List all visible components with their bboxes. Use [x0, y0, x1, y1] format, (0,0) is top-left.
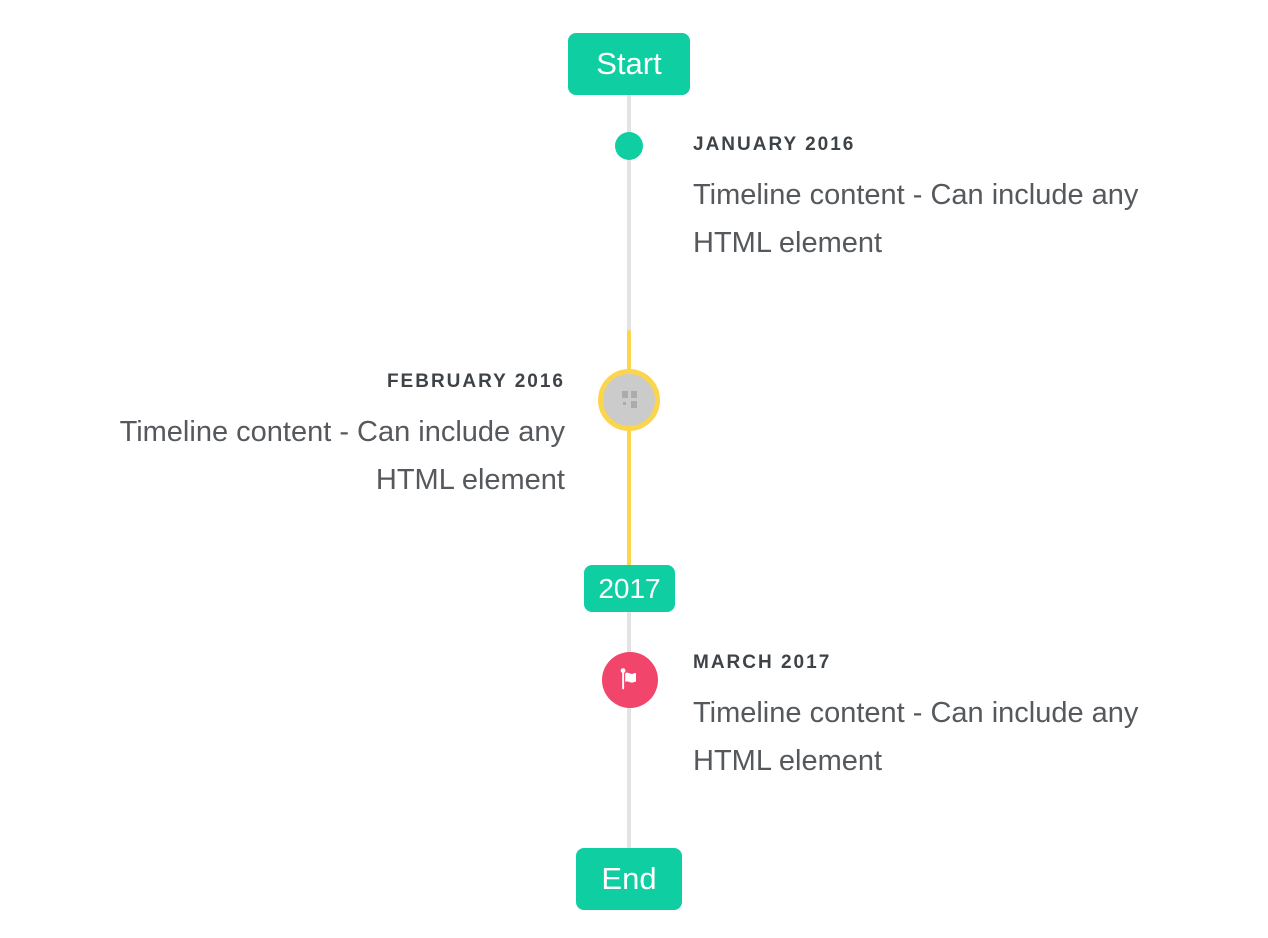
flag-icon — [620, 667, 636, 689]
timeline-line-highlight — [627, 330, 631, 567]
timeline-item-february: FEBRUARY 2016 Timeline content - Can inc… — [35, 371, 565, 504]
timeline-item-january: JANUARY 2016 Timeline content - Can incl… — [693, 134, 1223, 267]
january-marker-dot[interactable] — [615, 132, 643, 160]
broken-image-icon — [621, 390, 637, 408]
item-title-march: MARCH 2017 — [693, 652, 832, 673]
march-marker-circle[interactable] — [602, 652, 658, 708]
start-badge[interactable]: Start — [568, 33, 690, 95]
february-marker-circle[interactable] — [598, 369, 660, 431]
year-badge-2017[interactable]: 2017 — [584, 565, 675, 612]
item-title-january: JANUARY 2016 — [693, 134, 856, 155]
timeline-item-march: MARCH 2017 Timeline content - Can includ… — [693, 652, 1223, 785]
end-badge[interactable]: End — [576, 848, 682, 910]
item-content-february: Timeline content - Can include any HTML … — [119, 416, 565, 496]
item-content-january: Timeline content - Can include any HTML … — [693, 179, 1139, 259]
item-title-february: FEBRUARY 2016 — [386, 371, 565, 392]
item-content-march: Timeline content - Can include any HTML … — [693, 697, 1139, 777]
